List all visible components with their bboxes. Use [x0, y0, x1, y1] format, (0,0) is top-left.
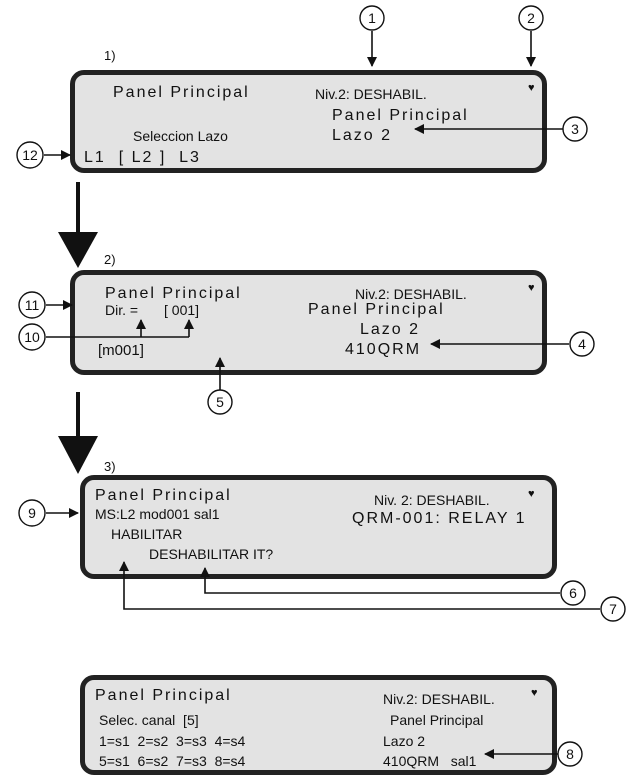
callout-label-1: 1: [368, 10, 376, 26]
device-type: 410QRM: [345, 341, 422, 358]
step-label-2: 2): [104, 252, 116, 267]
level-status: Niv. 2: DESHABIL.: [374, 492, 490, 508]
panel-name: Panel Principal: [332, 107, 469, 124]
callout-label-5: 5: [216, 394, 224, 410]
heart-icon: ♥: [528, 488, 535, 500]
callout-circle-5: [207, 389, 233, 415]
callout-circle-3: [562, 116, 588, 142]
callout-label-7: 7: [609, 601, 617, 617]
channel-map-2: 5=s1 6=s2 7=s3 8=s4: [99, 753, 246, 769]
callout-circle-9: [18, 499, 46, 527]
channel-map-1: 1=s1 2=s2 3=s3 4=s4: [99, 733, 246, 749]
callout-circle-2: [518, 5, 544, 31]
panel-title: Panel Principal: [95, 687, 232, 704]
callout-circle-10: [18, 323, 46, 351]
device-channel: 410QRM sal1: [383, 753, 477, 769]
callout-7-leader: [119, 561, 600, 610]
step-label-3: 3): [104, 459, 116, 474]
level-status: Niv.2: DESHABIL.: [355, 286, 467, 302]
panel-title: Panel Principal: [105, 285, 242, 302]
callout-circle-4: [569, 331, 595, 357]
disable-option: DESHABILITAR IT?: [149, 546, 274, 562]
lcd-panel-2: Panel Principal Dir. = [ 001] [m001] Niv…: [70, 270, 547, 375]
callout-circle-12: [16, 141, 44, 169]
loop-name: Lazo 2: [360, 321, 421, 338]
level-status: Niv.2: DESHABIL.: [315, 86, 427, 102]
level-status: Niv.2: DESHABIL.: [383, 691, 495, 707]
lcd-panel-3: Panel Principal MS:L2 mod001 sal1 HABILI…: [80, 475, 557, 579]
callout-label-4: 4: [578, 336, 586, 352]
callout-label-6: 6: [569, 585, 577, 601]
callout-label-8: 8: [566, 746, 574, 762]
callout-6-leader: [200, 567, 560, 594]
callout-label-9: 9: [28, 505, 36, 521]
callout-label-3: 3: [571, 121, 579, 137]
channel-select: Selec. canal [5]: [99, 712, 199, 728]
callout-circle-7: [600, 596, 626, 622]
enable-option: HABILITAR: [111, 526, 183, 542]
heart-icon: ♥: [531, 687, 538, 699]
address-label: Dir. =: [105, 302, 139, 318]
callout-circle-8: [557, 741, 583, 767]
address-value: [ 001]: [164, 302, 200, 318]
callout-label-2: 2: [527, 10, 535, 26]
callout-label-10: 10: [24, 329, 40, 345]
lcd-panel-1: Panel Principal Niv.2: DESHABIL. ♥ Panel…: [70, 70, 547, 173]
relay-label: QRM-001: RELAY 1: [352, 510, 527, 527]
step-label-1: 1): [104, 48, 116, 63]
flow-arrow-head-1: [58, 232, 98, 268]
callout-label-11: 11: [25, 297, 40, 313]
panel-name: Panel Principal: [390, 712, 484, 728]
heart-icon: ♥: [528, 82, 535, 94]
loop-name: Lazo 2: [332, 127, 393, 144]
module-line: MS:L2 mod001 sal1: [95, 506, 220, 522]
module-id: [m001]: [98, 342, 144, 359]
loop-options: L1 [ L2 ] L3: [84, 149, 201, 166]
loop-name: Lazo 2: [383, 733, 426, 749]
callout-label-12: 12: [22, 147, 38, 163]
callout-circle-11: [18, 291, 46, 319]
lcd-panel-4: Panel Principal Selec. canal [5] 1=s1 2=…: [80, 675, 557, 775]
panel-title: Panel Principal: [95, 487, 232, 504]
callout-circle-6: [560, 580, 586, 606]
loop-select-label: Seleccion Lazo: [133, 128, 228, 144]
panel-title: Panel Principal: [113, 84, 250, 101]
panel-name: Panel Principal: [308, 301, 445, 318]
heart-icon: ♥: [528, 282, 535, 294]
flow-arrow-head-2: [58, 436, 98, 474]
callout-circle-1: [359, 5, 385, 31]
